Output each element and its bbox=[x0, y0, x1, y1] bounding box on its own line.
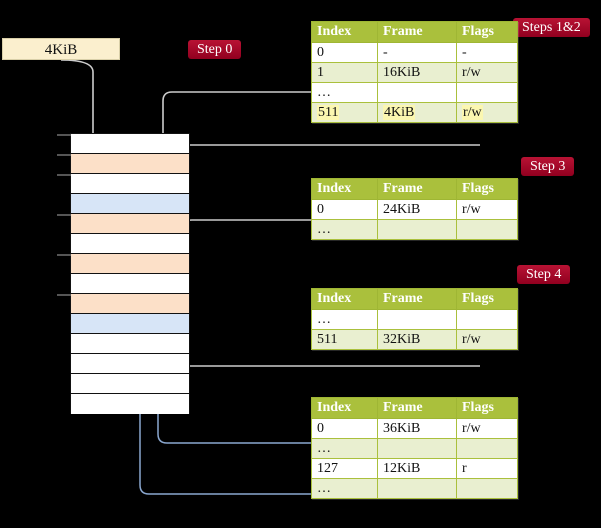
column-header-frame: Frame bbox=[377, 397, 457, 419]
table-cell-index: 1 bbox=[311, 62, 378, 83]
table-cell-index: 127 bbox=[311, 458, 378, 479]
memory-frame-row bbox=[71, 214, 189, 234]
column-header-flags: Flags bbox=[456, 178, 518, 200]
memory-grid-tick bbox=[57, 254, 71, 256]
table-cell-frame: 36KiB bbox=[377, 418, 457, 439]
badge-step-3: Step 3 bbox=[521, 157, 575, 176]
table-cell-flags: - bbox=[456, 42, 518, 63]
table-cell-flags bbox=[456, 309, 518, 330]
table-cell-flags: r/w bbox=[456, 199, 518, 220]
table-cell-index: … bbox=[311, 219, 378, 240]
virtual-address-label: 4KiB bbox=[44, 42, 78, 58]
memory-frame-row bbox=[71, 394, 189, 414]
badge-steps-1-2: Steps 1&2 bbox=[513, 18, 590, 37]
memory-grid-tick bbox=[57, 154, 71, 156]
column-header-frame: Frame bbox=[377, 21, 457, 43]
table-cell-index: … bbox=[311, 309, 378, 330]
memory-frame-row bbox=[71, 154, 189, 174]
table-cell-flags: r/w bbox=[456, 418, 518, 439]
table-cell-flags bbox=[456, 219, 518, 240]
table-cell-flags bbox=[456, 438, 518, 459]
table-row: … bbox=[311, 309, 518, 330]
table-cell-index: 511 bbox=[311, 329, 378, 350]
memory-grid-tick bbox=[57, 214, 71, 216]
table-cell-flags bbox=[456, 82, 518, 103]
badge-step-0: Step 0 bbox=[188, 40, 242, 59]
memory-frame-row bbox=[71, 334, 189, 354]
column-header-index: Index bbox=[311, 21, 378, 43]
column-header-flags: Flags bbox=[456, 397, 518, 419]
column-header-flags: Flags bbox=[456, 288, 518, 310]
memory-frame-row bbox=[71, 314, 189, 334]
table-cell-frame bbox=[377, 219, 457, 240]
column-header-frame: Frame bbox=[377, 178, 457, 200]
wire-table0-row511-left bbox=[147, 144, 480, 156]
table-cell-index: … bbox=[311, 478, 378, 499]
column-header-index: Index bbox=[311, 397, 378, 419]
table-cell-index: … bbox=[311, 438, 378, 459]
table-cell-frame bbox=[377, 478, 457, 499]
memory-frame-row bbox=[71, 134, 189, 154]
physical-memory-grid bbox=[70, 133, 190, 414]
table-cell-index: 0 bbox=[311, 42, 378, 63]
memory-frame-row bbox=[71, 194, 189, 214]
table-cell-frame bbox=[377, 82, 457, 103]
table-cell-frame: 4KiB bbox=[377, 102, 457, 123]
table-cell-frame: 32KiB bbox=[377, 329, 457, 350]
memory-frame-row bbox=[71, 234, 189, 254]
table-cell-frame: 12KiB bbox=[377, 458, 457, 479]
table-cell-flags: r/w bbox=[456, 62, 518, 83]
memory-grid-tick bbox=[57, 174, 71, 176]
table-cell-frame: 24KiB bbox=[377, 199, 457, 220]
table-cell-index: … bbox=[311, 82, 378, 103]
table-cell-flags: r/w bbox=[456, 329, 518, 350]
memory-frame-row bbox=[71, 374, 189, 394]
virtual-address-box: 4KiB bbox=[2, 38, 120, 60]
table-row: … bbox=[311, 478, 518, 499]
memory-frame-row bbox=[71, 354, 189, 374]
table-cell-flags: r/w bbox=[456, 102, 518, 123]
memory-frame-row bbox=[71, 254, 189, 274]
column-header-index: Index bbox=[311, 178, 378, 200]
table-cell-flags bbox=[456, 478, 518, 499]
table-row: 0-- bbox=[311, 42, 518, 63]
table-row: … bbox=[311, 438, 518, 459]
table-row: … bbox=[311, 219, 518, 240]
memory-frame-row bbox=[71, 174, 189, 194]
table-row: … bbox=[311, 82, 518, 103]
table-cell-index: 0 bbox=[311, 199, 378, 220]
column-header-flags: Flags bbox=[456, 21, 518, 43]
table-cell-index: 0 bbox=[311, 418, 378, 439]
memory-frame-row bbox=[71, 294, 189, 314]
memory-frame-row bbox=[71, 274, 189, 294]
column-header-frame: Frame bbox=[377, 288, 457, 310]
memory-grid-tick bbox=[57, 134, 71, 136]
table-cell-index: 511 bbox=[311, 102, 378, 123]
table-cell-frame: - bbox=[377, 42, 457, 63]
table-cell-flags: r bbox=[456, 458, 518, 479]
table-cell-frame bbox=[377, 438, 457, 459]
badge-step-4: Step 4 bbox=[517, 265, 571, 284]
table-cell-frame bbox=[377, 309, 457, 330]
memory-grid-tick bbox=[57, 294, 71, 296]
column-header-index: Index bbox=[311, 288, 378, 310]
table-cell-frame: 16KiB bbox=[377, 62, 457, 83]
